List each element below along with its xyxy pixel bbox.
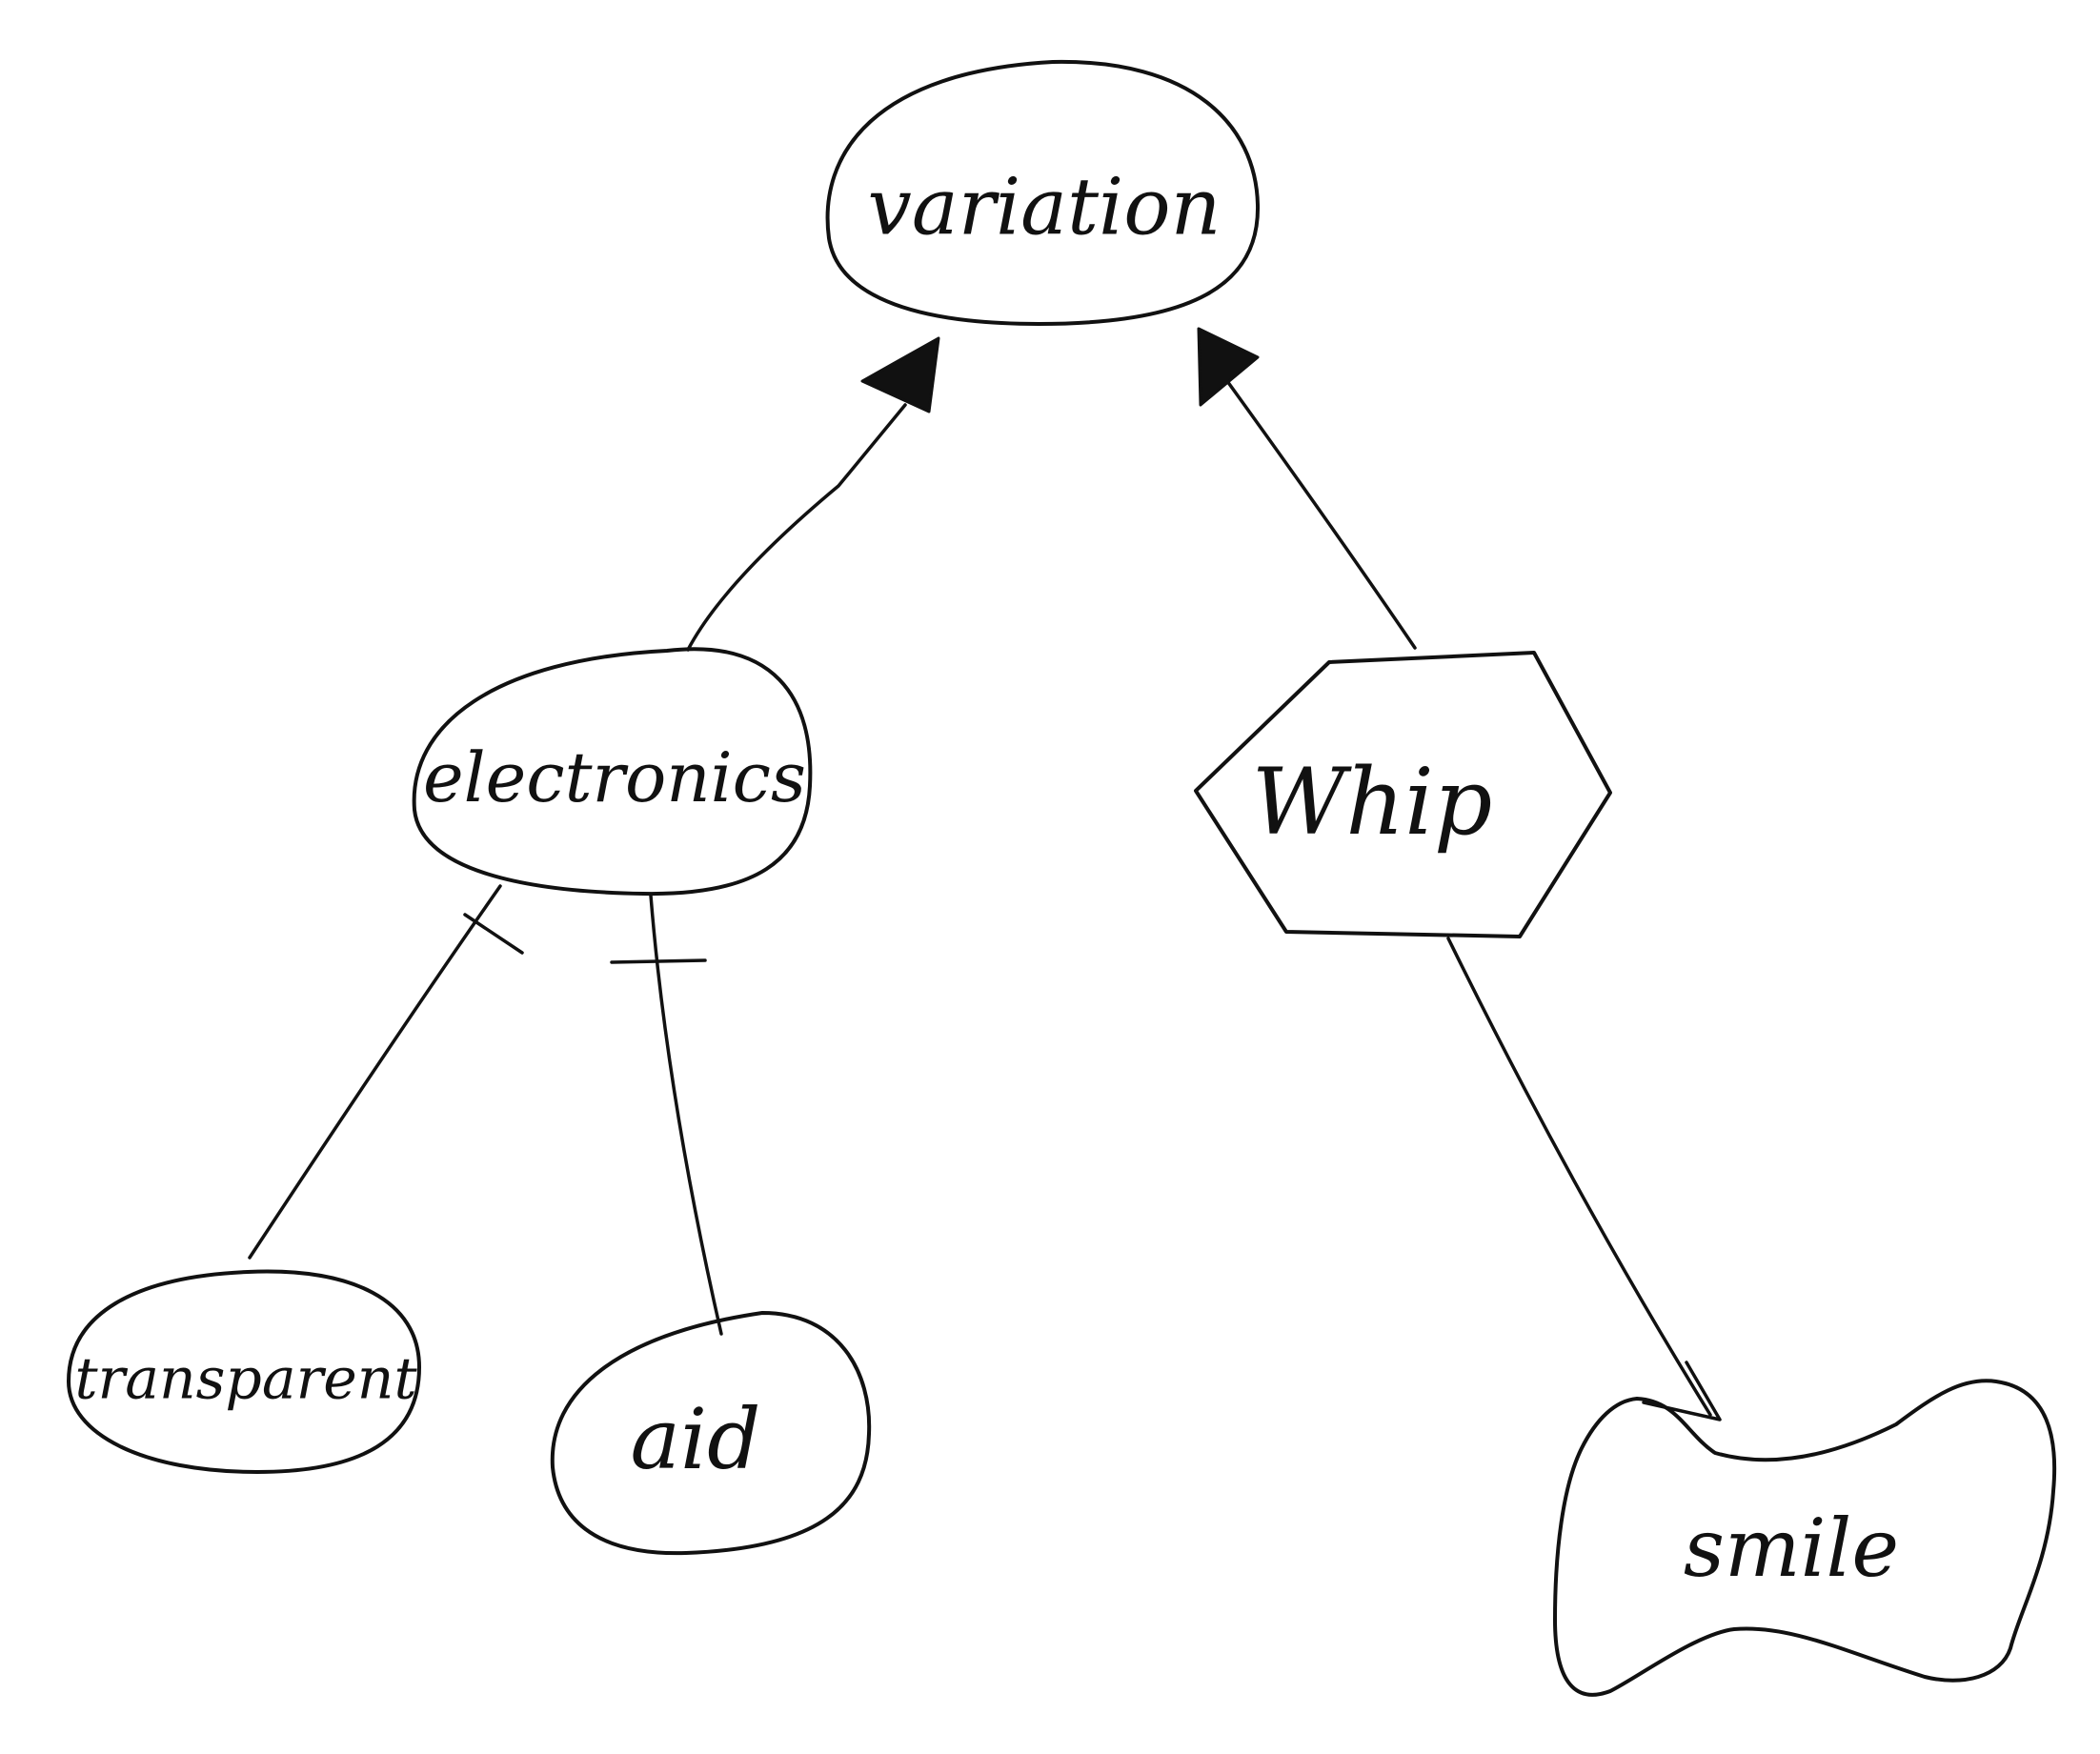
edge-electronics-aid [610,894,723,1336]
node-variation-label: variation [868,163,1222,253]
cross-bar-mark [610,958,707,964]
node-aid-shape [550,1311,872,1556]
edge-whip-variation [1197,327,1417,650]
node-whip[interactable]: Whip [1194,651,1612,938]
edge-whip-smile [1446,937,1722,1421]
node-aid[interactable]: aid [550,1311,872,1556]
node-variation-shape [825,59,1261,326]
edge-electronics-transparent [248,884,524,1260]
edge-electronics-variation [686,336,940,652]
node-smile-shape [1553,1379,2057,1697]
node-electronics[interactable]: electronics [412,647,813,897]
arrowhead-filled-icon [1197,327,1260,407]
node-variation[interactable]: variation [825,59,1261,326]
node-transparent-label: transparent [74,1346,417,1413]
arrowhead-filled-icon [860,336,940,413]
node-whip-label: Whip [1252,749,1493,856]
node-transparent-shape [67,1269,421,1474]
node-whip-shape [1194,651,1612,938]
cross-bar-mark [463,913,524,955]
node-electronics-label: electronics [423,737,806,817]
node-smile-label: smile [1684,1502,1899,1595]
node-smile[interactable]: smile [1553,1379,2057,1697]
node-electronics-shape [412,647,813,897]
node-transparent[interactable]: transparent [67,1269,421,1474]
node-aid-label: aid [631,1390,761,1488]
